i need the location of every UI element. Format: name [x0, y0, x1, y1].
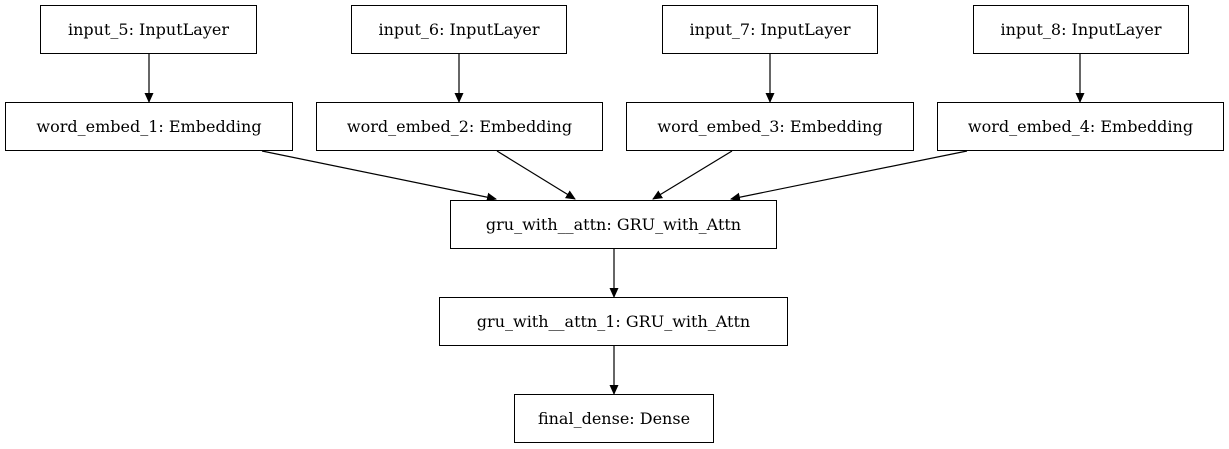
node-input-5: input_5: InputLayer	[40, 5, 257, 54]
node-gru-with-attn: gru_with__attn: GRU_with_Attn	[450, 200, 777, 249]
node-input-8: input_8: InputLayer	[973, 5, 1189, 54]
node-word-embed-3: word_embed_3: Embedding	[626, 102, 914, 151]
node-final-dense: final_dense: Dense	[514, 394, 714, 443]
edge-word-embed-1-to-gru-with-attn	[261, 150, 497, 202]
node-input-7: input_7: InputLayer	[662, 5, 878, 54]
edge-word-embed-2-to-gru-with-attn	[496, 150, 576, 200]
node-word-embed-4: word_embed_4: Embedding	[937, 102, 1224, 151]
node-word-embed-1: word_embed_1: Embedding	[5, 102, 293, 151]
node-word-embed-2: word_embed_2: Embedding	[316, 102, 603, 151]
edge-word-embed-3-to-gru-with-attn	[652, 150, 733, 200]
node-gru-with-attn-1: gru_with__attn_1: GRU_with_Attn	[439, 297, 788, 346]
node-input-6: input_6: InputLayer	[351, 5, 567, 54]
edge-word-embed-4-to-gru-with-attn	[730, 150, 968, 202]
